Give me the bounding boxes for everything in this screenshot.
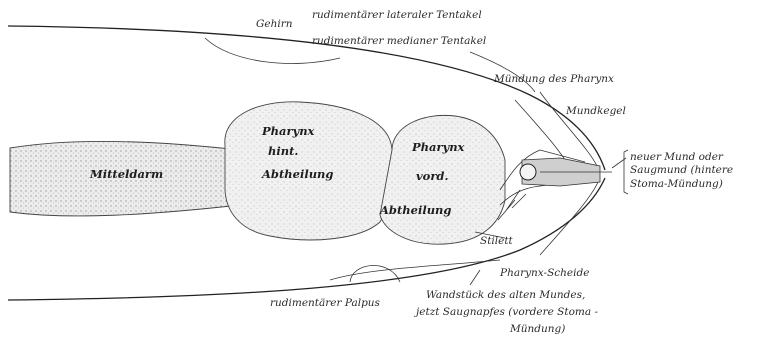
pharynx-sheath-line [330, 260, 500, 280]
label-mouth-cone: Mundkegel [565, 105, 626, 117]
label-median-tentacle: rudimentärer medianer Tentakel [312, 35, 486, 47]
label-palp: rudimentärer Palpus [270, 297, 381, 309]
label-new-mouth-1: neuer Mund oder [630, 151, 724, 163]
label-pharynx-ant-3: Abtheilung [379, 203, 451, 217]
label-pharynx-ant-2: vord. [416, 169, 448, 183]
label-pharynx-post-1: Pharynx [261, 124, 315, 138]
label-wall-2: jetzt Saugnapfes (vordere Stoma - [414, 306, 598, 318]
label-wall-1: Wandstück des alten Mundes, [426, 289, 585, 301]
label-new-mouth-3: Stoma-Mündung) [630, 178, 723, 190]
label-pharynx-mouth: Mündung des Pharynx [493, 73, 614, 85]
label-pharynx-sheath: Pharynx-Scheide [499, 267, 589, 279]
label-gehirn: Gehirn [256, 18, 293, 30]
label-new-mouth-2: Saugmund (hintere [630, 164, 733, 176]
tentacle-outline [470, 52, 535, 92]
label-stylet: Stilett [480, 235, 514, 247]
mouth-cone-outline-upper [540, 92, 598, 168]
label-pharynx-post-3: Abtheilung [261, 167, 333, 181]
label-midgut: Mitteldarm [89, 167, 163, 181]
leader-wall [470, 270, 480, 285]
mouth-cone-outline-lower [540, 182, 598, 255]
label-pharynx-post-2: hint. [268, 144, 298, 158]
stylet-joint [520, 164, 536, 180]
label-pharynx-ant-1: Pharynx [411, 140, 465, 154]
label-wall-3: Mündung) [509, 323, 565, 335]
label-lateral-tentacle: rudimentärer lateraler Tentakel [312, 9, 482, 21]
new-mouth-brace [624, 150, 628, 194]
pharynx-mouth-line [515, 100, 570, 168]
